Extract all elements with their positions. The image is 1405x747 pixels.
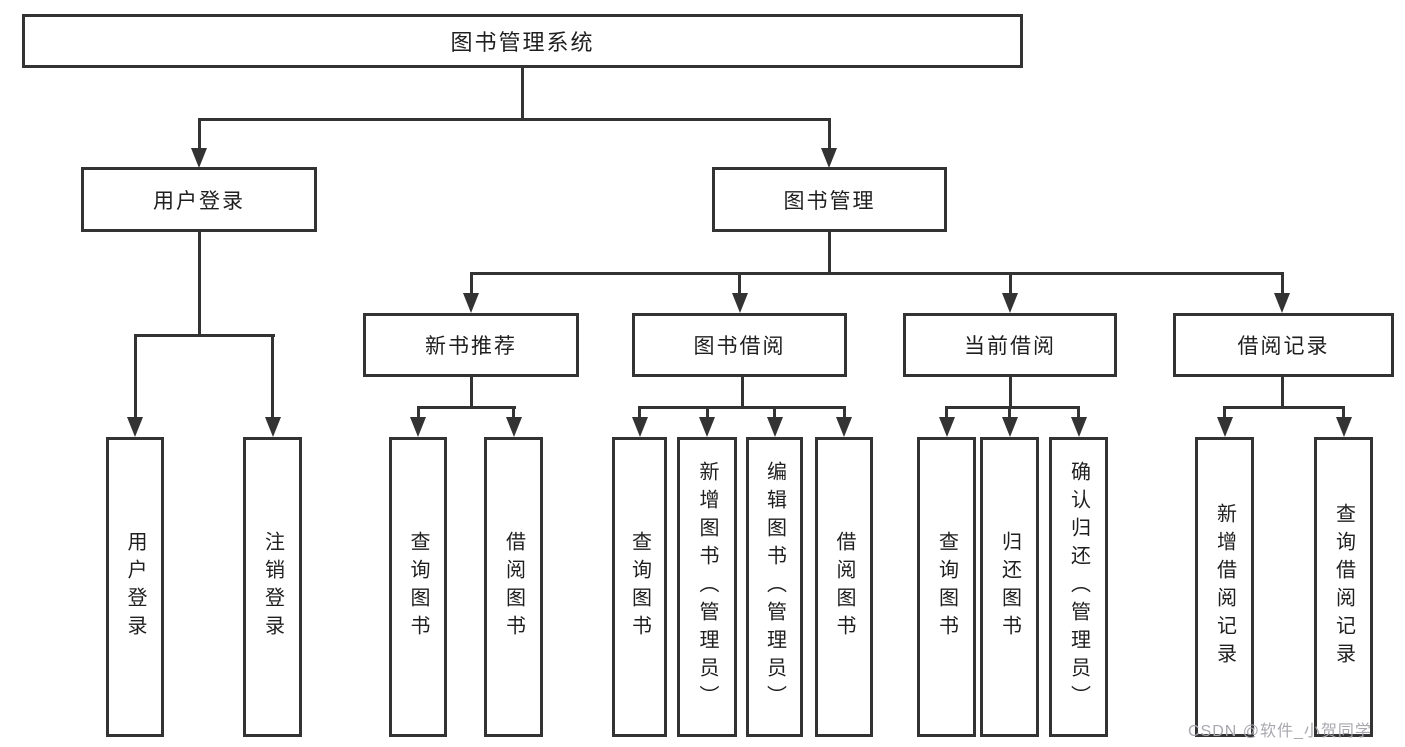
- connector-line: [1008, 377, 1012, 408]
- arrowhead-down-icon: [836, 417, 852, 437]
- connector-line: [520, 67, 524, 119]
- connector-line: [1008, 407, 1011, 419]
- arrowhead-down-icon: [191, 148, 207, 168]
- arrowhead-down-icon: [1070, 417, 1087, 437]
- node-label: 图书管理: [783, 189, 876, 213]
- connector-line: [738, 273, 741, 295]
- leaf-add-book-admin: 新增图书（管理员）: [677, 437, 737, 737]
- connector-line: [1223, 405, 1345, 409]
- node-user-login: 用户登录: [81, 167, 317, 232]
- arrowhead-down-icon: [821, 148, 837, 168]
- node-borrowing-records: 借阅记录: [1173, 313, 1394, 377]
- node-label: 图书借阅: [693, 335, 786, 358]
- node-label: 新增图书（管理员）: [696, 461, 718, 713]
- connector-line: [197, 232, 201, 336]
- connector-line: [512, 407, 515, 419]
- connector-line: [1280, 273, 1284, 295]
- connector-line: [945, 407, 948, 419]
- connector-line: [133, 333, 275, 337]
- connector-line: [773, 407, 776, 419]
- connector-line: [197, 119, 201, 149]
- arrowhead-down-icon: [938, 417, 955, 437]
- node-label: 新书推荐: [425, 335, 517, 358]
- connector-line: [740, 377, 744, 408]
- arrowhead-down-icon: [1001, 417, 1018, 437]
- leaf-edit-book-admin: 编辑图书（管理员）: [746, 437, 803, 737]
- leaf-logout: 注销登录: [243, 437, 302, 737]
- arrowhead-down-icon: [505, 417, 522, 437]
- connector-line: [1008, 273, 1012, 295]
- arrowhead-down-icon: [127, 417, 143, 437]
- node-label: 借阅图书: [833, 531, 855, 643]
- node-label: 归还图书: [998, 531, 1021, 643]
- connector-line: [469, 273, 473, 295]
- connector-line: [945, 405, 1080, 409]
- connector-line: [842, 407, 846, 419]
- arrowhead-down-icon: [631, 417, 648, 437]
- connector-line: [469, 271, 1284, 275]
- connector-line: [416, 405, 516, 409]
- node-label: 图书管理系统: [450, 30, 595, 55]
- root-node-library-system: 图书管理系统: [22, 14, 1023, 68]
- connector-line: [827, 232, 831, 274]
- node-new-book-recommend: 新书推荐: [363, 313, 579, 377]
- leaf-confirm-return-admin: 确认归还（管理员）: [1049, 437, 1108, 737]
- node-label: 查询图书: [628, 531, 651, 643]
- leaf-query-borrow-record: 查询借阅记录: [1314, 437, 1373, 737]
- node-label: 当前借阅: [964, 335, 1056, 358]
- connector-line: [271, 335, 274, 419]
- arrowhead-down-icon: [264, 417, 281, 437]
- node-label: 确认归还（管理员）: [1067, 461, 1090, 713]
- node-label: 借阅记录: [1237, 335, 1330, 358]
- connector-line: [197, 117, 831, 121]
- arrowhead-down-icon: [410, 417, 426, 437]
- connector-line: [469, 377, 473, 408]
- arrowhead-down-icon: [1002, 293, 1018, 313]
- leaf-user-login: 用户登录: [106, 437, 164, 737]
- leaf-borrow-book: 借阅图书: [815, 437, 873, 737]
- node-label: 注销登录: [261, 531, 284, 643]
- arrowhead-down-icon: [766, 417, 783, 437]
- connector-line: [1223, 407, 1226, 419]
- connector-line: [705, 407, 709, 419]
- node-label: 用户登录: [153, 189, 245, 213]
- arrowhead-down-icon: [1216, 417, 1233, 437]
- leaf-borrow-books-recommend: 借阅图书: [484, 437, 543, 737]
- node-label: 新增借阅记录: [1213, 503, 1236, 671]
- connector-line: [1280, 377, 1284, 408]
- connector-line: [133, 335, 137, 419]
- node-label: 查询图书: [935, 531, 958, 643]
- leaf-query-books-borrowing: 查询图书: [612, 437, 667, 737]
- node-label: 编辑图书（管理员）: [763, 461, 786, 713]
- leaf-return-book: 归还图书: [980, 437, 1039, 737]
- arrowhead-down-icon: [699, 417, 715, 437]
- node-book-borrowing: 图书借阅: [632, 313, 847, 377]
- arrowhead-down-icon: [731, 293, 748, 313]
- arrowhead-down-icon: [1274, 293, 1290, 313]
- node-current-borrowing: 当前借阅: [903, 313, 1117, 377]
- node-label: 查询图书: [407, 531, 429, 643]
- node-book-management: 图书管理: [712, 167, 947, 232]
- node-label: 用户登录: [124, 531, 146, 643]
- arrowhead-down-icon: [1335, 417, 1352, 437]
- connector-line: [416, 407, 420, 419]
- csdn-watermark: CSDN @软件_小贺同学: [1188, 723, 1372, 740]
- node-label: 借阅图书: [502, 531, 525, 643]
- leaf-query-books-recommend: 查询图书: [389, 437, 447, 737]
- arrowhead-down-icon: [463, 293, 479, 313]
- connector-line: [638, 407, 641, 419]
- leaf-add-borrow-record: 新增借阅记录: [1195, 437, 1254, 737]
- leaf-query-books-current: 查询图书: [917, 437, 976, 737]
- connector-line: [638, 405, 846, 409]
- connector-line: [827, 119, 831, 149]
- node-label: 查询借阅记录: [1332, 503, 1355, 671]
- connector-line: [1077, 407, 1080, 419]
- connector-line: [1342, 407, 1345, 419]
